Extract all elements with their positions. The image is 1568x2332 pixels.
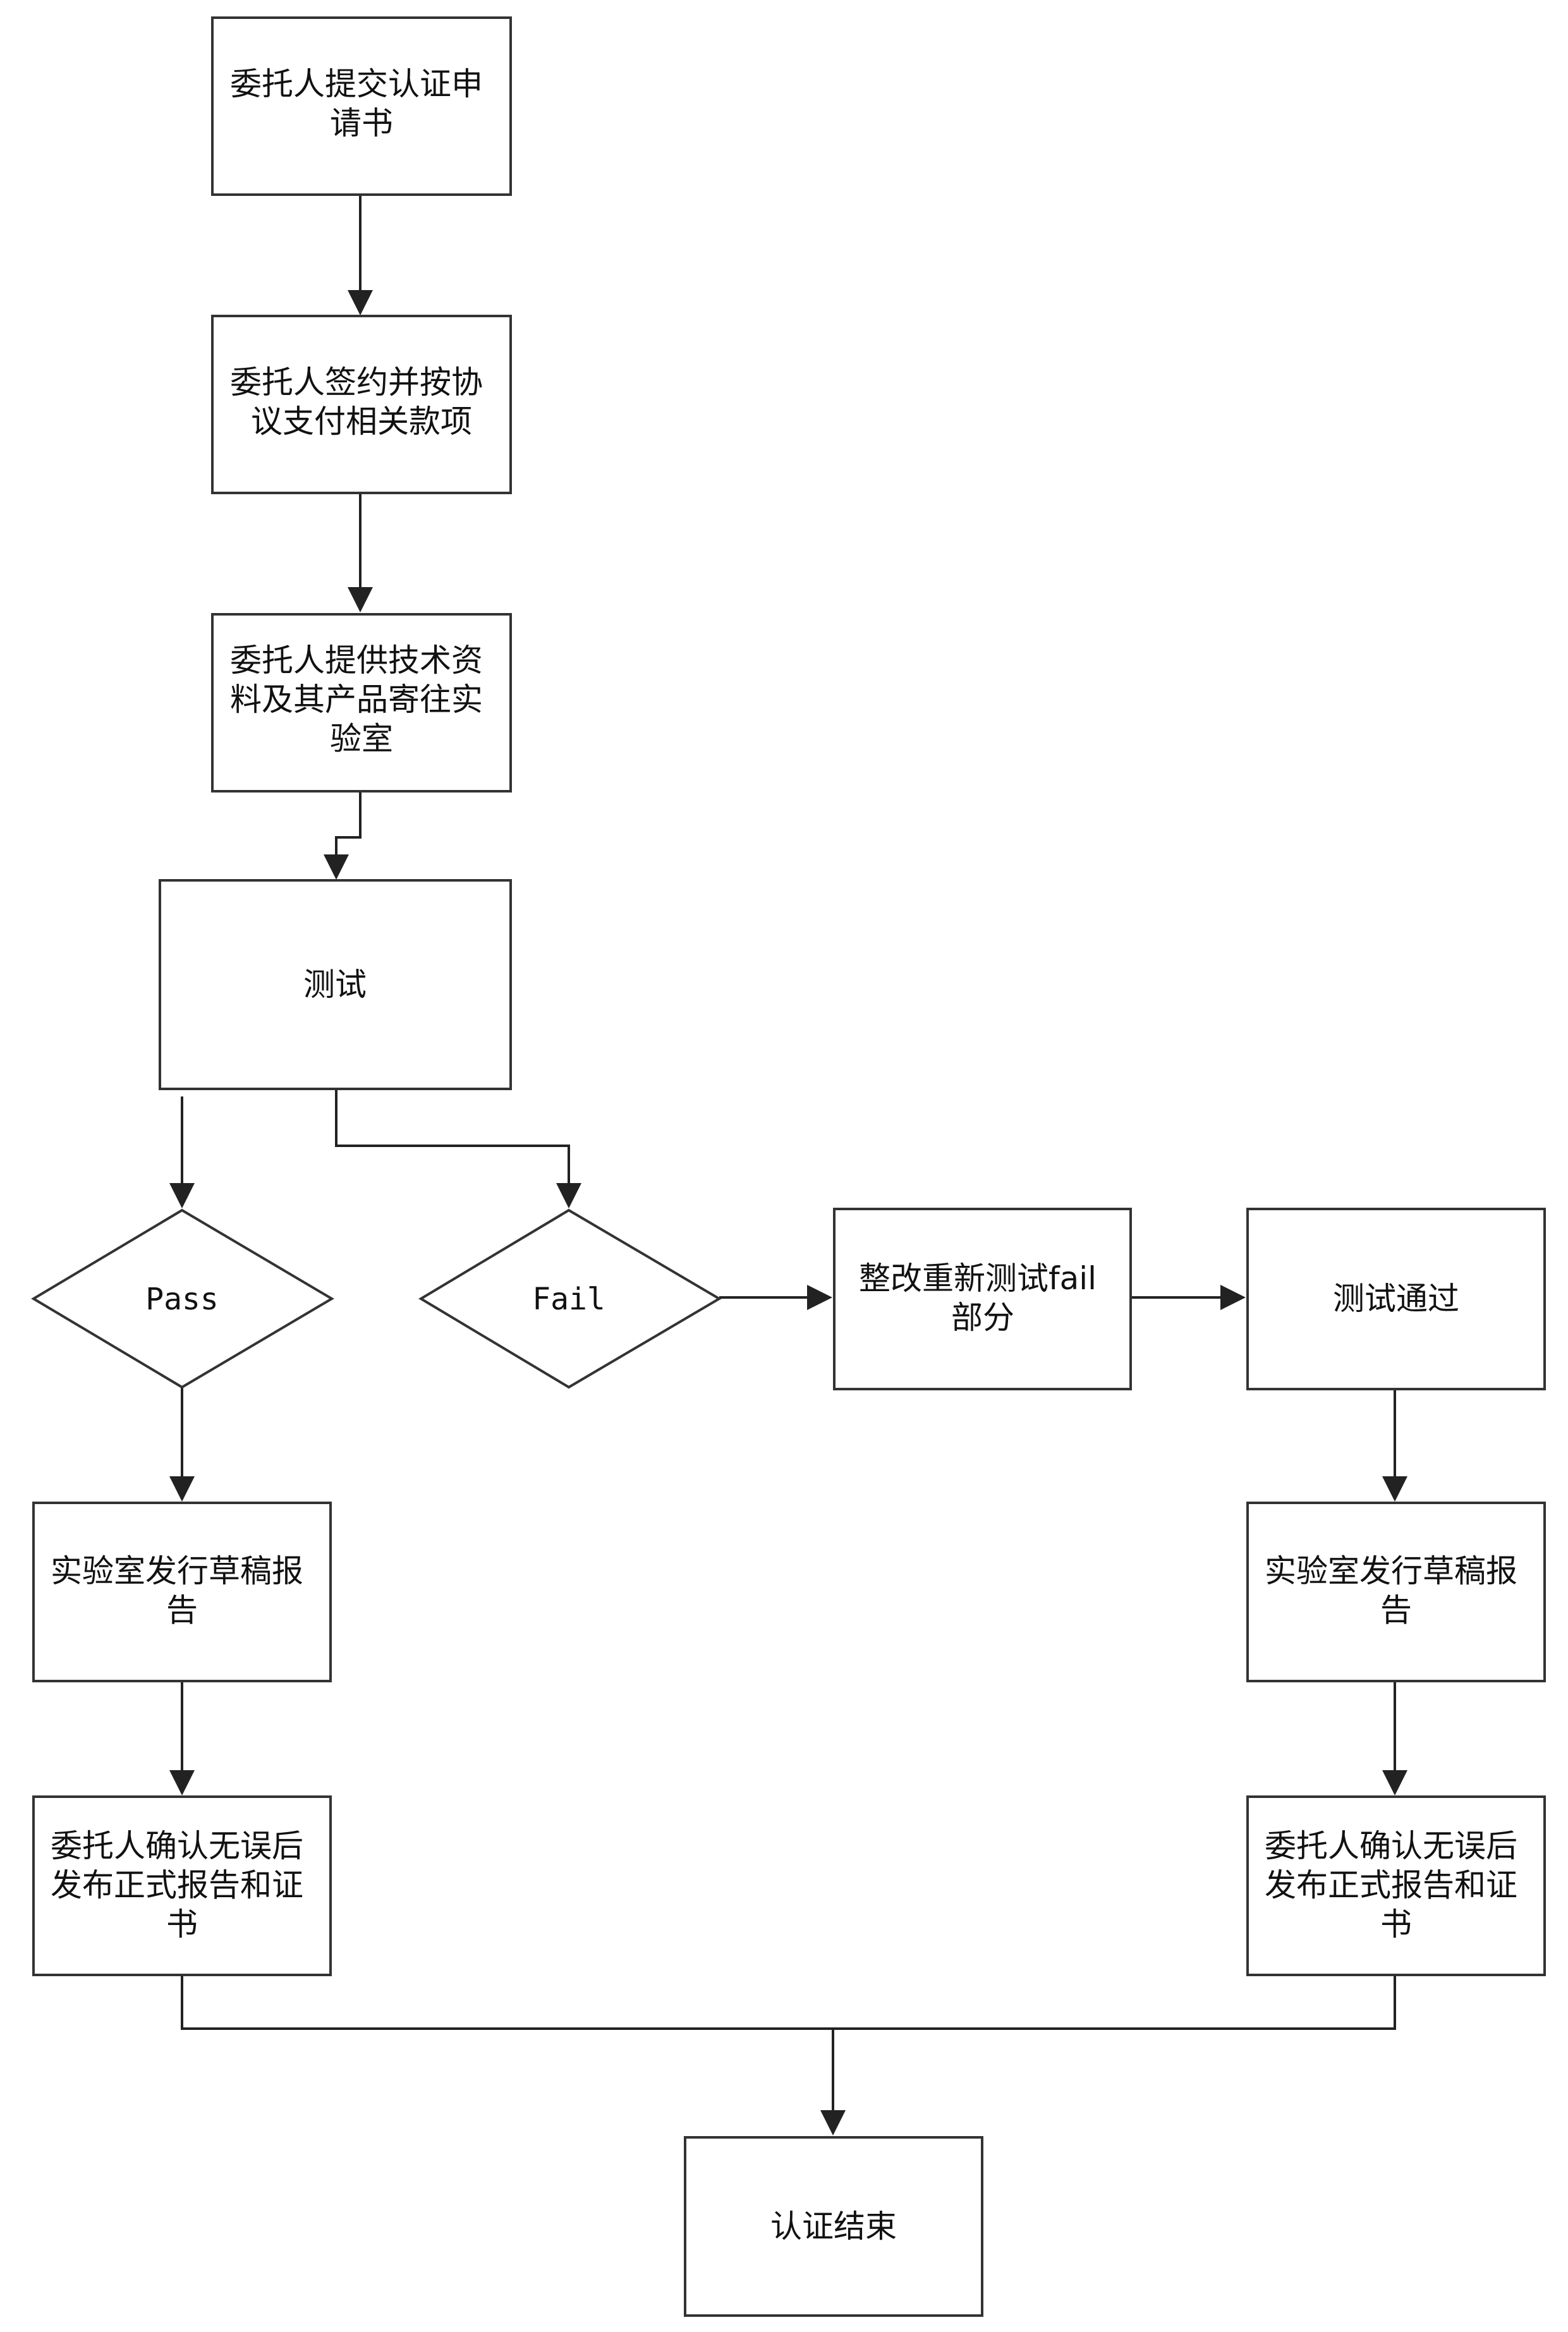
node-label: 委托人签约并按协 议支付相关款项 <box>230 364 493 440</box>
node-label: 实验室发行草稿报 告 <box>51 1553 313 1629</box>
decision-pass: Pass <box>31 1208 334 1389</box>
arrow-provide-to-test <box>324 791 362 880</box>
node-label: 委托人确认无误后 发布正式报告和证 书 <box>1265 1828 1528 1943</box>
node-label: 测试 <box>303 966 367 1003</box>
node-label: 认证结束 <box>770 2208 897 2245</box>
node-provide-materials: 委托人提供技术资 料及其产品寄往实 验室 <box>211 613 512 793</box>
node-label: 测试通过 <box>1333 1280 1459 1317</box>
node-certification-end: 认证结束 <box>684 2136 983 2317</box>
node-label: 委托人提交认证申 请书 <box>230 66 493 142</box>
merge-line <box>181 1973 1396 2030</box>
node-rectify-retest: 整改重新测试fail 部分 <box>833 1208 1132 1390</box>
connectors <box>169 195 1407 2135</box>
node-test: 测试 <box>159 879 512 1090</box>
node-left-confirm-release: 委托人确认无误后 发布正式报告和证 书 <box>32 1795 332 1976</box>
node-label: 整改重新测试fail 部分 <box>859 1260 1107 1336</box>
node-right-confirm-release: 委托人确认无误后 发布正式报告和证 书 <box>1246 1795 1546 1976</box>
decision-fail: Fail <box>418 1208 722 1389</box>
node-label: 委托人提供技术资 料及其产品寄往实 验室 <box>230 642 493 757</box>
node-label: Pass <box>145 1282 219 1317</box>
node-label: 委托人确认无误后 发布正式报告和证 书 <box>51 1828 313 1943</box>
node-label: Fail <box>532 1282 605 1317</box>
node-label: 实验室发行草稿报 告 <box>1265 1553 1528 1629</box>
arrow-test-to-fail <box>335 1088 581 1208</box>
node-left-draft-report: 实验室发行草稿报 告 <box>32 1502 332 1682</box>
node-right-draft-report: 实验室发行草稿报 告 <box>1246 1502 1546 1682</box>
node-submit-application: 委托人提交认证申 请书 <box>211 16 512 196</box>
node-sign-and-pay: 委托人签约并按协 议支付相关款项 <box>211 315 512 494</box>
node-test-passed: 测试通过 <box>1246 1208 1546 1390</box>
